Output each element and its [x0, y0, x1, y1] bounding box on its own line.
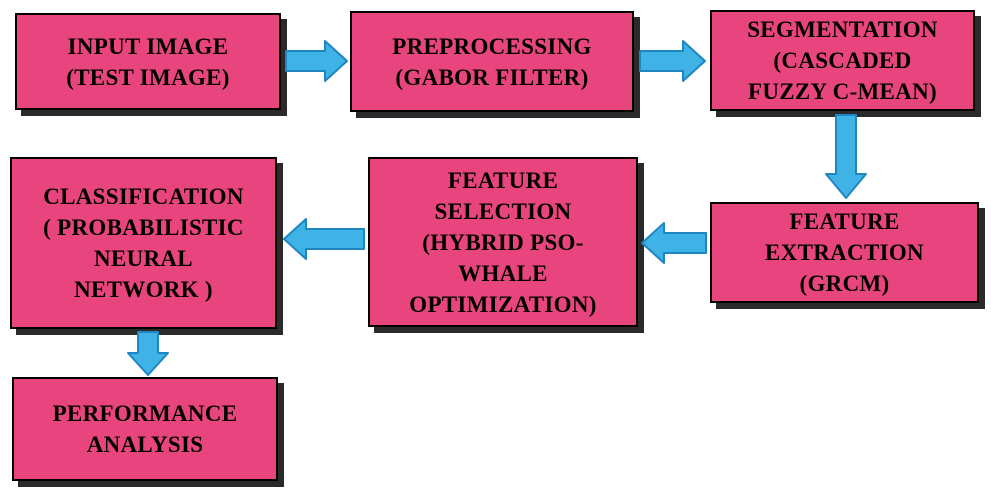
node-performance-analysis: PERFORMANCE ANALYSIS — [12, 377, 278, 481]
node-segmentation: SEGMENTATION (CASCADED FUZZY C-MEAN) — [710, 10, 975, 111]
node-classification: CLASSIFICATION ( PROBABILISTIC NEURAL NE… — [10, 157, 277, 329]
node-preprocessing: PREPROCESSING (GABOR FILTER) — [350, 11, 634, 112]
arrow-classification-to-performance-analysis — [127, 331, 169, 376]
node-feature-extraction: FEATURE EXTRACTION (GRCM) — [710, 202, 979, 303]
node-input-image: INPUT IMAGE (TEST IMAGE) — [15, 13, 281, 110]
node-feature-selection: FEATURE SELECTION (HYBRID PSO- WHALE OPT… — [368, 157, 638, 327]
arrow-segmentation-to-feature-extraction — [825, 114, 867, 199]
arrow-feature-extraction-to-feature-selection — [641, 222, 707, 264]
arrow-feature-selection-to-classification — [283, 218, 365, 260]
arrow-input-to-preprocessing — [285, 40, 348, 82]
arrow-preprocessing-to-segmentation — [639, 40, 706, 82]
